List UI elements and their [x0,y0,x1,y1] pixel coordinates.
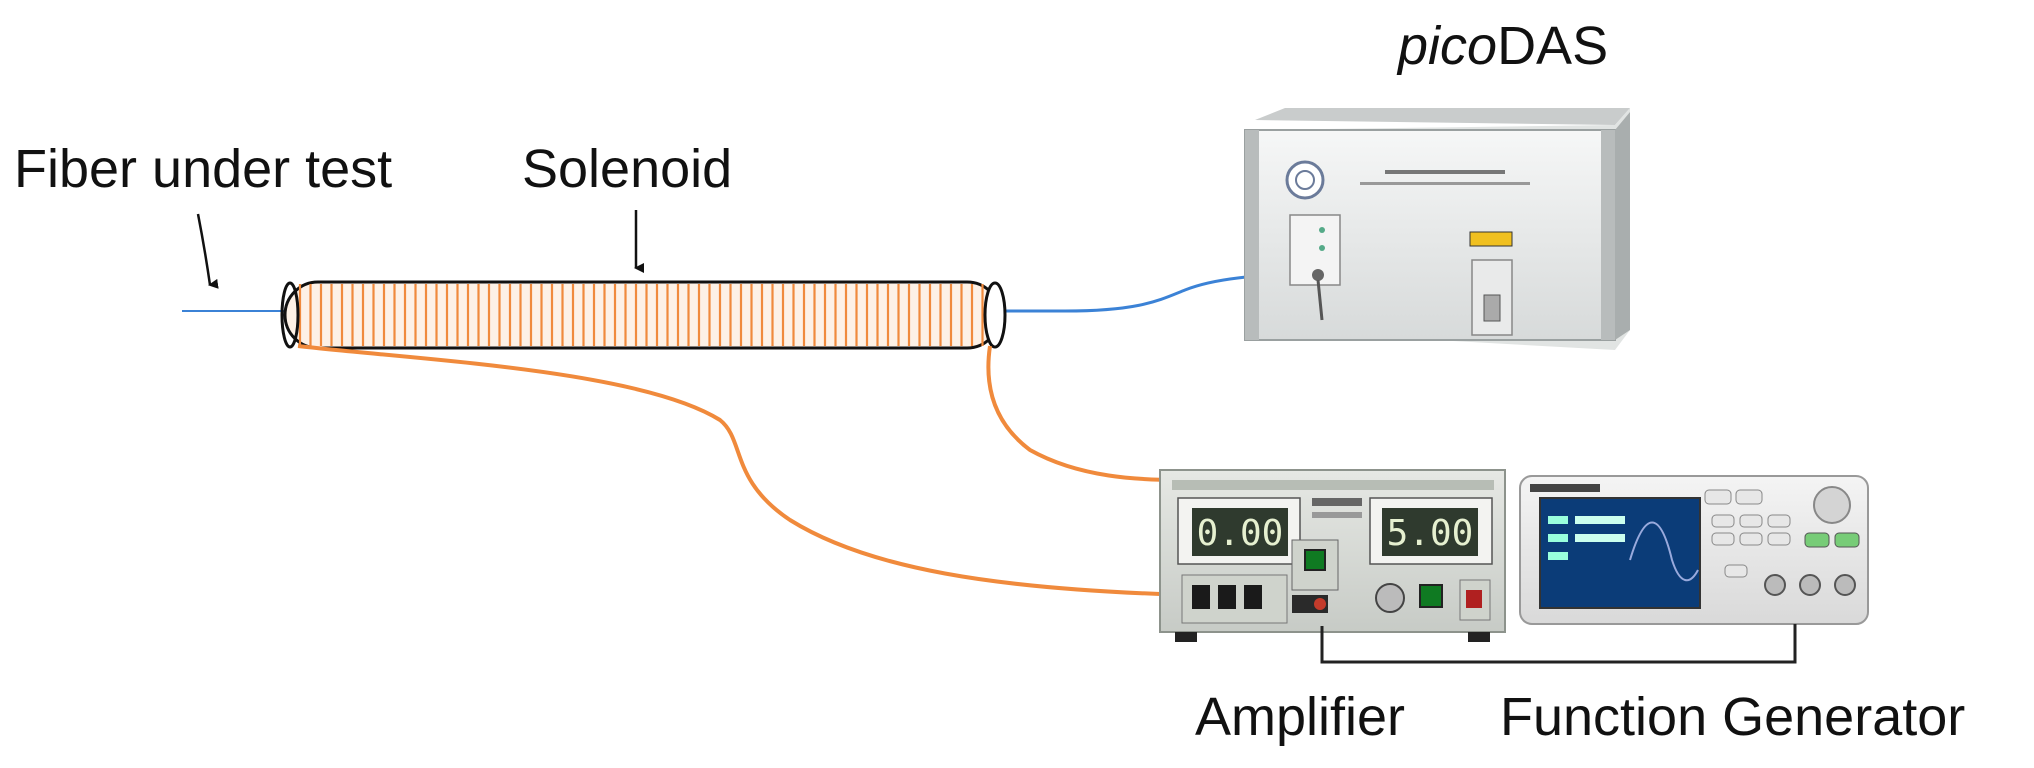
solenoid-coil [298,284,984,346]
amplifier-voltage-display: 5.00 [1387,513,1474,554]
picodas-title-rest: DAS [1497,16,1609,76]
solenoid [280,280,1007,350]
function-generator-label: Function Generator [1500,687,1966,747]
amplifier-label: Amplifier [1195,687,1406,747]
amplifier-unit: 0.00 5.00 [1159,469,1506,642]
picodas-title-italic: pico [1398,16,1498,76]
solenoid-label: Solenoid [522,139,733,199]
amplifier-generator-link [1320,624,1797,664]
picodas-title: picoDAS [1398,15,1608,77]
amplifier-current-display: 0.00 [1197,513,1284,554]
function-generator-unit [1519,475,1869,625]
picodas-unit [1244,108,1630,350]
fiber-under-test-label: Fiber under test [14,139,393,199]
fiber-pointer-arrow [196,213,219,289]
solenoid-left-lead-wire [297,344,1185,596]
